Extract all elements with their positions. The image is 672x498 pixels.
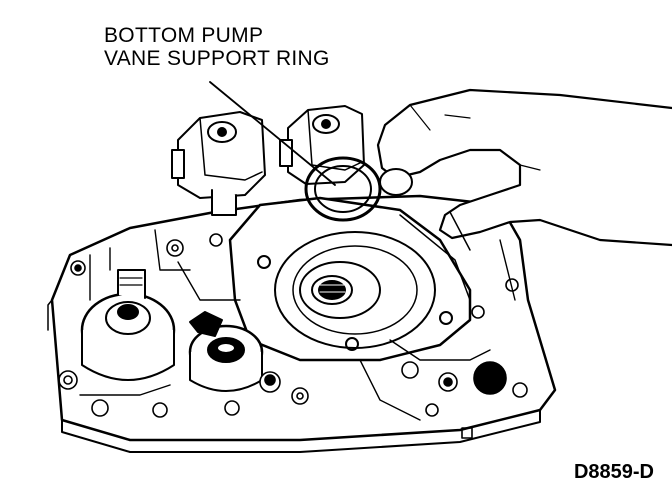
- plate-channels: [79, 229, 516, 421]
- vane-support-ring: [304, 156, 382, 222]
- figure-id: D8859-D: [573, 461, 654, 483]
- callout-label: BOTTOM PUMP VANE SUPPORT RING: [104, 24, 330, 70]
- pump-body: [228, 196, 472, 362]
- callout-line-1: BOTTOM PUMP: [104, 24, 264, 47]
- callout-leader: [209, 81, 336, 186]
- servo-boss-left: [80, 269, 176, 381]
- callout-line-2: VANE SUPPORT RING: [104, 47, 330, 70]
- solenoid-right: [279, 105, 365, 185]
- solenoid-left: [171, 111, 266, 216]
- hand: [376, 88, 672, 251]
- clip: [189, 311, 223, 337]
- bolt-holes: [58, 233, 528, 439]
- accumulator: [188, 324, 264, 392]
